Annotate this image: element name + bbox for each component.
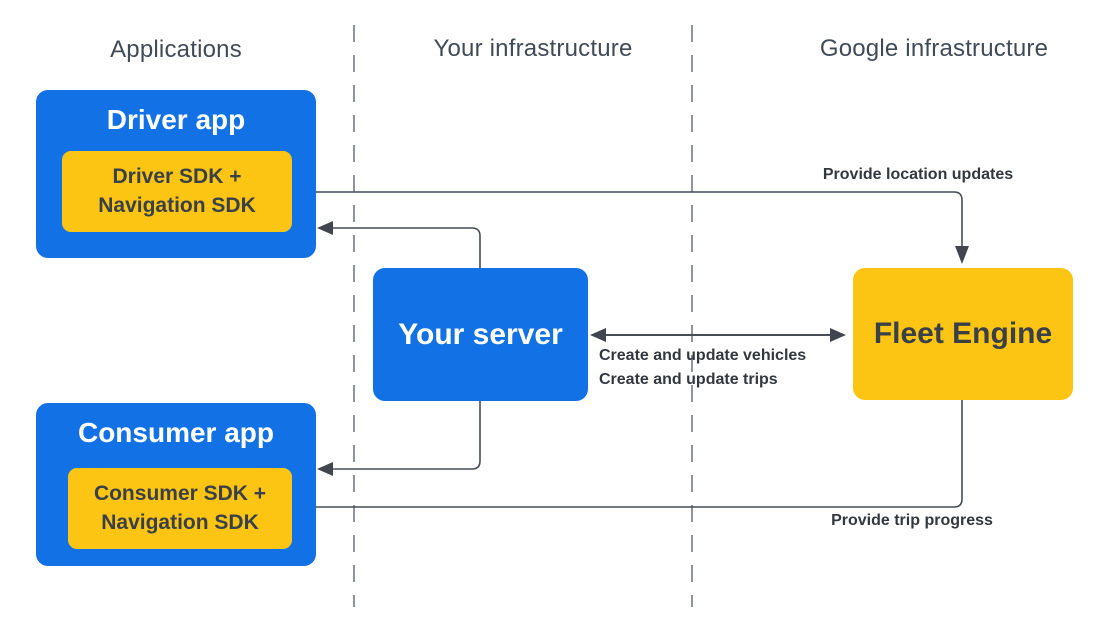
edge-server-to-consumer-arrowhead [317,462,333,476]
fleet-engine-title: Fleet Engine [873,317,1053,350]
edge-provide-location-updates-arrowhead [955,246,969,264]
edge-server-to-driver-line [333,227,481,268]
edge-server-fleet-arrowhead-right [830,328,846,342]
node-fleet-engine: Fleet Engine [853,268,1073,400]
column-header-your-infrastructure: Your infrastructure [433,35,633,62]
edge-provide-location-updates-line [292,191,963,246]
node-consumer-sdk: Consumer SDK + Navigation SDK [68,468,292,549]
driver-sdk-label-line1: Driver SDK + [112,164,242,188]
edge-provide-trip-progress-line [308,400,963,508]
edge-label-provide-location-updates: Provide location updates [822,166,1014,183]
edge-label-create-update-vehicles: Create and update vehicles [599,347,807,364]
node-your-server: Your server [373,268,588,401]
node-driver-sdk: Driver SDK + Navigation SDK [62,151,292,232]
column-header-applications: Applications [110,36,242,63]
consumer-sdk-label-line1: Consumer SDK + [93,481,267,505]
edge-label-provide-trip-progress: Provide trip progress [831,512,993,529]
edge-server-fleet-arrowhead-left [590,328,606,342]
edge-server-to-consumer-line [333,401,481,470]
driver-app-title: Driver app [106,104,246,135]
edge-label-create-update-trips: Create and update trips [599,371,778,388]
consumer-app-title: Consumer app [77,417,275,448]
driver-sdk-label-line2: Navigation SDK [98,193,256,217]
edge-server-to-driver-arrowhead [317,221,333,235]
column-header-google-infrastructure: Google infrastructure [819,35,1049,62]
consumer-sdk-label-line2: Navigation SDK [101,510,259,534]
your-server-title: Your server [398,317,563,351]
